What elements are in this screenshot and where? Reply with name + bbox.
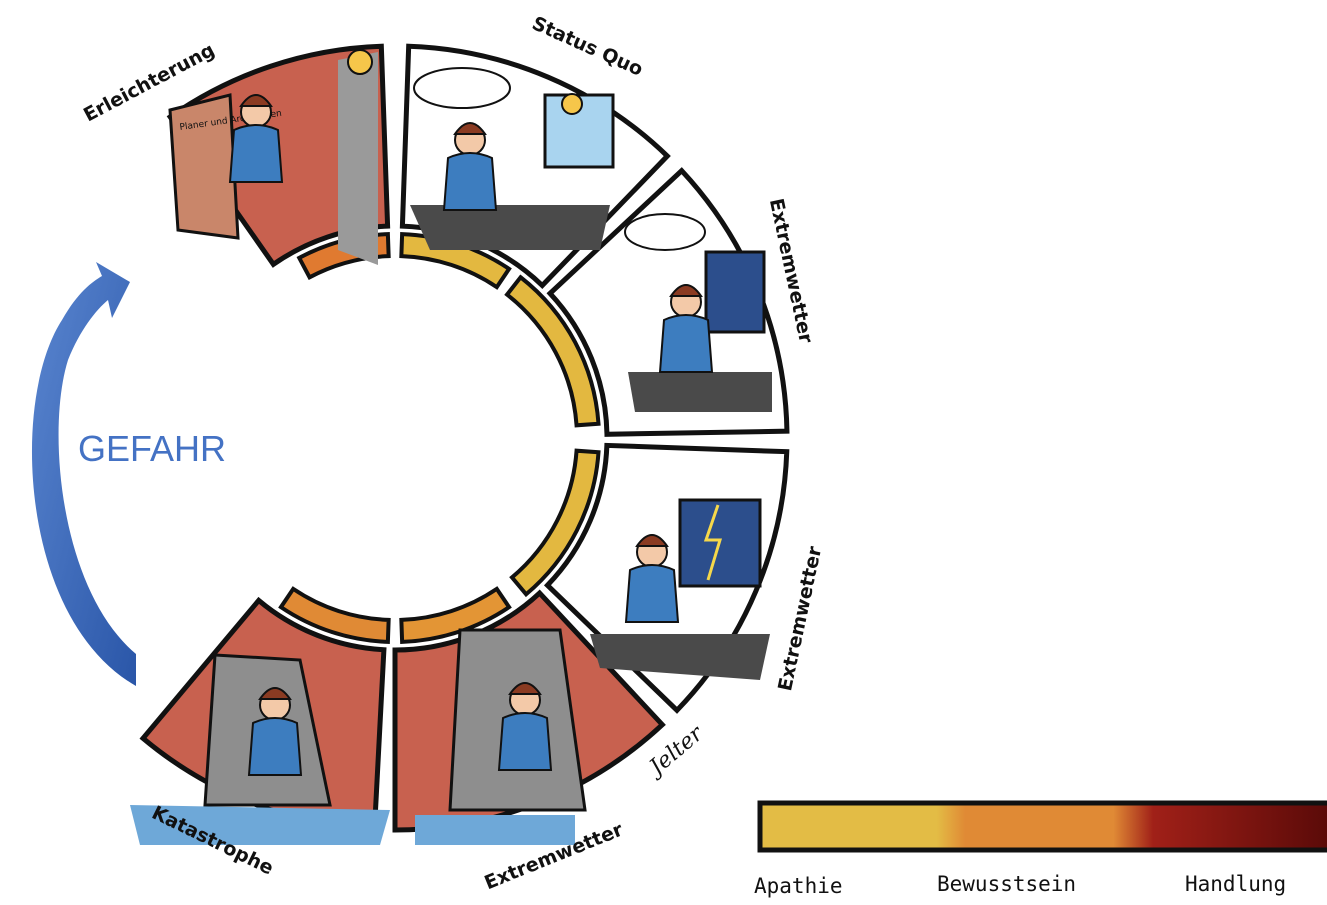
inner-arc-6 [278, 586, 391, 644]
person-relaxed [442, 122, 498, 211]
extreme-weather-scene-3 [415, 628, 587, 845]
person-anxious [624, 534, 680, 623]
danger-label: GEFAHR [78, 428, 227, 469]
awareness-legend: Apathie Bewusstsein Handlung [754, 800, 1327, 898]
legend-label-apathie: Apathie [754, 874, 843, 898]
legend-label-bewusstsein: Bewusstsein [937, 872, 1076, 896]
person-panicking [247, 687, 303, 776]
extreme-weather-scene-2 [590, 498, 770, 680]
segment-extremwetter-1 [546, 167, 790, 437]
legend-label-handlung: Handlung [1185, 872, 1286, 896]
catastrophe-scene [130, 653, 390, 845]
danger-cycle-arrow [31, 262, 136, 686]
inner-arc-4 [509, 448, 601, 598]
relief-scene: Planer und Architekten [168, 49, 378, 265]
extreme-weather-scene-1 [624, 213, 772, 412]
segment-label-4: Extremwetter [774, 544, 826, 693]
person-worried [658, 284, 714, 373]
person-at-window [497, 682, 553, 771]
legend-gradient-bar [757, 800, 1327, 853]
scene-illustrations: Planer und Architekten [130, 49, 772, 845]
segment-label-2: Status Quo [529, 12, 647, 80]
segment-label-3: Extremwetter [765, 196, 817, 345]
status-quo-scene [410, 67, 615, 250]
person-relieved [228, 94, 284, 183]
inner-progress-ring [278, 232, 601, 644]
inner-arc-3 [504, 274, 601, 428]
inner-arc-5 [399, 586, 512, 644]
